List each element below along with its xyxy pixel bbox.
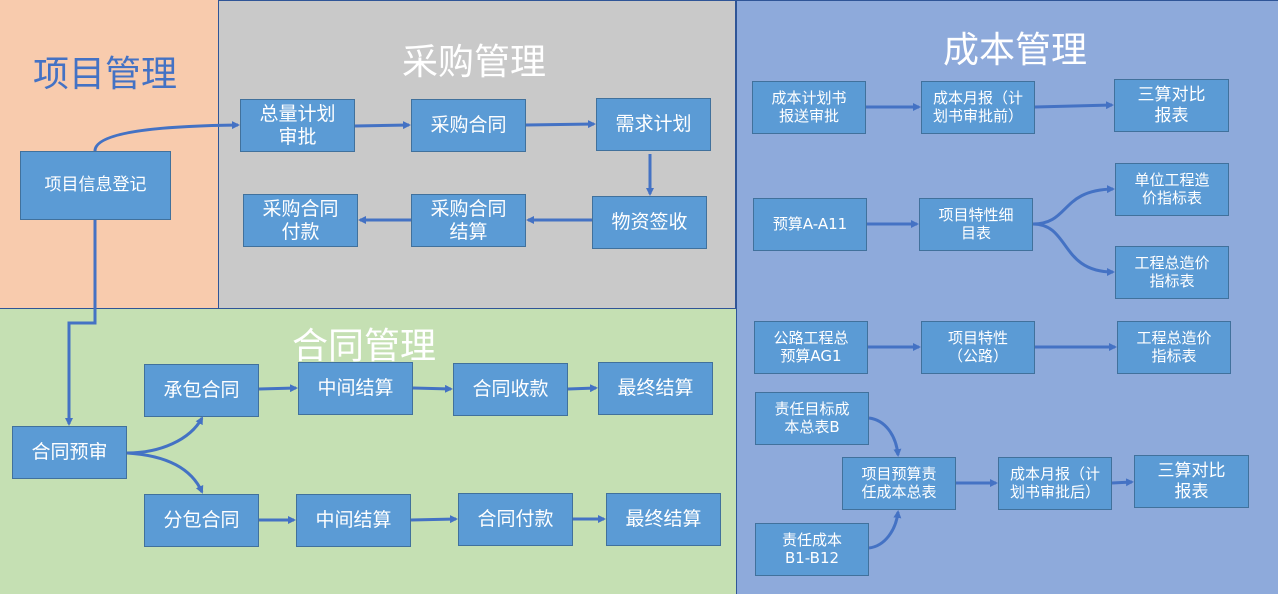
region-title-purchase: 采购管理	[402, 42, 547, 83]
node-contract-receipt[interactable]: 合同收款	[453, 363, 568, 416]
node-main-interim-settlement[interactable]: 中间结算	[298, 362, 413, 415]
node-highway-budget[interactable]: 公路工程总 预算AG1	[754, 321, 868, 374]
node-contract-prereview[interactable]: 合同预审	[12, 426, 127, 479]
node-material-receipt[interactable]: 物资签收	[592, 196, 707, 249]
node-unit-cost-index[interactable]: 单位工程造 价指标表	[1115, 163, 1229, 216]
node-total-plan-approval[interactable]: 总量计划 审批	[240, 99, 355, 152]
region-title-cost: 成本管理	[943, 30, 1088, 71]
node-contract-payment[interactable]: 合同付款	[458, 493, 573, 546]
node-cost-plan-submit[interactable]: 成本计划书 报送审批	[752, 81, 866, 134]
region-purchase-management: 采购管理	[218, 0, 736, 308]
node-sub-interim-settlement[interactable]: 中间结算	[296, 494, 411, 547]
node-project-feature-highway[interactable]: 项目特性 （公路）	[921, 321, 1035, 374]
region-title-contract: 合同管理	[292, 326, 437, 367]
node-cost-monthly-before[interactable]: 成本月报（计 划书审批前）	[921, 81, 1035, 134]
node-demand-plan[interactable]: 需求计划	[596, 98, 711, 151]
node-purchase-settlement[interactable]: 采购合同 结算	[411, 194, 526, 247]
node-purchase-payment[interactable]: 采购合同 付款	[243, 194, 358, 247]
node-total-cost-index-1[interactable]: 工程总造价 指标表	[1115, 246, 1229, 299]
node-main-contract[interactable]: 承包合同	[144, 364, 259, 417]
node-sub-final-settlement[interactable]: 最终结算	[606, 493, 721, 546]
node-project-budget-resp[interactable]: 项目预算责 任成本总表	[842, 457, 956, 510]
node-project-register[interactable]: 项目信息登记	[20, 151, 171, 220]
node-three-compare-1[interactable]: 三算对比 报表	[1114, 79, 1229, 132]
node-total-cost-index-2[interactable]: 工程总造价 指标表	[1117, 321, 1231, 374]
node-cost-monthly-after[interactable]: 成本月报（计 划书审批后）	[998, 457, 1112, 510]
node-purchase-contract[interactable]: 采购合同	[411, 99, 526, 152]
node-sub-contract[interactable]: 分包合同	[144, 494, 259, 547]
node-main-final-settlement[interactable]: 最终结算	[598, 362, 713, 415]
node-project-feature-detail[interactable]: 项目特性细 目表	[919, 198, 1033, 251]
node-resp-target-cost[interactable]: 责任目标成 本总表B	[755, 392, 869, 445]
region-title-project: 项目管理	[33, 54, 178, 95]
node-resp-cost-b[interactable]: 责任成本 B1-B12	[755, 523, 869, 576]
node-budget-a[interactable]: 预算A-A11	[753, 198, 867, 251]
node-three-compare-2[interactable]: 三算对比 报表	[1134, 455, 1249, 508]
